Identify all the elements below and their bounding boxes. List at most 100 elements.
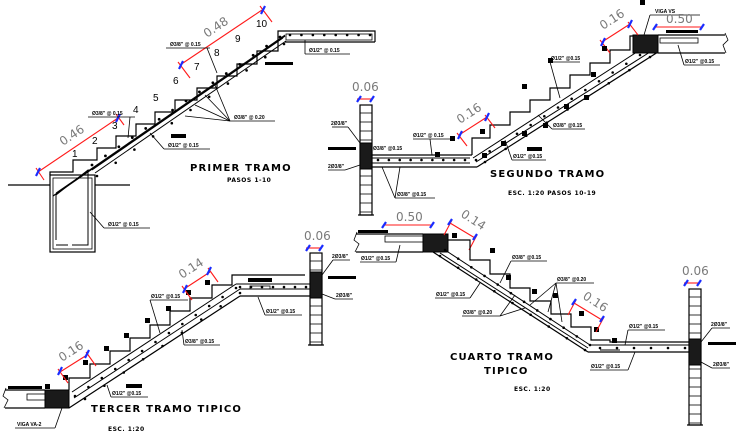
section-subtitle: PASOS 1-10: [227, 177, 271, 184]
step-marker: [553, 293, 558, 298]
rebar-dot: [549, 317, 552, 321]
rebar-dot: [345, 33, 349, 37]
rebar-dot: [278, 35, 282, 39]
rebar-label: Ø3/8" @0.20: [463, 310, 492, 316]
rebar-dots-tercer: [73, 285, 308, 401]
rebar-dot: [251, 53, 255, 57]
rebar-dot: [441, 158, 445, 162]
rebar-dot: [249, 285, 253, 289]
rebar-dot: [282, 285, 286, 289]
rebar-label: Ø3/8" @0.15: [512, 255, 541, 261]
dim-cuarto-016: 0.16: [567, 289, 610, 333]
section-title: CUARTO TRAMO: [450, 352, 554, 363]
rebar-dot: [615, 346, 619, 350]
rebar-dot: [509, 291, 513, 295]
rebar-dot: [311, 33, 315, 37]
step-marker: [522, 84, 527, 89]
step-marker: [640, 0, 645, 5]
rebar-dots-cuarto: [438, 248, 687, 352]
dim-primer-046: 0.46: [35, 113, 125, 181]
column-hatch: [359, 142, 373, 170]
rebar-dot: [73, 394, 77, 398]
step-markers: [435, 0, 645, 158]
stair-steps-profile: [448, 239, 692, 343]
step-marker: [522, 131, 527, 136]
rebar-dot: [198, 90, 201, 94]
rebar-label: 2Ø3/8": [328, 164, 345, 170]
rebar-dot: [167, 331, 171, 335]
rebar-dot: [598, 346, 602, 350]
rebar-label: Ø1/2" @0.15: [266, 309, 295, 315]
rebar-dot: [219, 304, 222, 308]
stair-steps-profile: [49, 30, 376, 175]
step-marker: [506, 275, 511, 280]
rebar-label: Ø1/2" @ 0.15: [168, 143, 199, 149]
rebar-dot: [463, 158, 467, 162]
rebar-dot: [226, 82, 230, 85]
svg-text:0.16: 0.16: [454, 100, 484, 126]
rebar-dot: [456, 257, 460, 260]
step-marker: [104, 346, 109, 351]
rebar-label: Ø3/8" @0.15: [553, 123, 582, 129]
rebar-dot: [282, 42, 286, 46]
rebar-dot: [547, 325, 551, 328]
section-title-2: TIPICO: [484, 366, 529, 377]
rebar-dot: [141, 357, 145, 361]
step-marker: [543, 123, 548, 128]
tag-block: [328, 147, 356, 150]
rebar-dot: [95, 174, 99, 178]
tag-block: [126, 384, 142, 388]
step-number: 8: [214, 48, 220, 59]
rebar-dot: [238, 285, 242, 289]
rebar-dot: [83, 397, 87, 401]
step-marker: [83, 360, 88, 365]
section-title: PRIMER TRAMO: [190, 163, 292, 174]
column-outline: [309, 252, 323, 346]
dim-text: 0.06: [352, 80, 379, 94]
rebar-label: Ø1/2" @0.15: [591, 364, 620, 370]
step-marker: [564, 104, 569, 109]
rebar-dot: [130, 136, 134, 139]
rebar-dot: [161, 344, 164, 348]
step-marker: [532, 289, 537, 294]
step-markers: [452, 233, 617, 343]
rebar-dot: [649, 346, 653, 350]
step-marker: [579, 311, 584, 316]
rebar-dot: [154, 340, 157, 344]
rebar-dots-segundo: [376, 53, 652, 164]
step-number: 4: [133, 105, 139, 116]
rebar-label: Ø3/8" @ 0.20: [234, 115, 265, 121]
rebar-dot: [113, 367, 117, 371]
rebar-dot: [90, 163, 94, 167]
section-title: TERCER TRAMO TIPICO: [91, 404, 242, 415]
rebar-dot: [648, 55, 652, 59]
step-marker: [612, 338, 617, 343]
rebar-dot: [87, 385, 90, 389]
rebar-dot: [570, 97, 573, 101]
rebar-dot: [575, 335, 579, 338]
section-subtitle: ESC. 1:20: [514, 386, 551, 393]
rebar-dot: [104, 154, 107, 158]
rebar-dot: [224, 72, 228, 75]
step-number: 9: [235, 34, 241, 45]
rebar-dot: [529, 313, 532, 317]
rebar-label: Ø1/2" @ 0.15: [413, 133, 444, 139]
rebar-dot: [597, 79, 601, 83]
rebar-dots-primer: [90, 33, 372, 178]
leader-fan: [184, 84, 275, 122]
rebar-dot: [470, 265, 473, 269]
dim-segundo-016-low: 0.16: [454, 100, 496, 147]
rebar-dot: [260, 285, 264, 289]
rebar-dot: [304, 285, 308, 289]
dim-cuarto-050: 0.50: [381, 210, 435, 229]
rebar-dot: [543, 114, 546, 118]
stair-steps-profile: [471, 35, 642, 155]
dim-segundo-016-top: 0.16: [597, 6, 639, 54]
beam-label: VIGA VA-2: [17, 422, 42, 428]
dim-text: 0.06: [682, 264, 709, 278]
rebar-label: Ø1/2" @0.15: [551, 56, 580, 62]
slab-bottom: [52, 35, 286, 197]
rebar-dot: [409, 158, 412, 162]
rebar-label: Ø1/2" @0.15: [112, 391, 141, 397]
rebar-dot: [683, 346, 687, 350]
